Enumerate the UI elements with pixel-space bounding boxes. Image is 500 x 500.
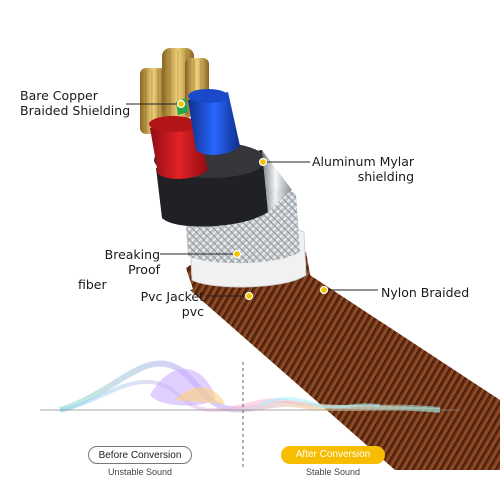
label-aluminum-mylar: Aluminum Mylar shielding [312, 154, 415, 184]
callout-lines [126, 103, 378, 297]
after-caption: Stable Sound [305, 467, 361, 477]
label-pvc-jacket: Pvc Jacket pvc [140, 289, 204, 319]
label-nylon-braided: Nylon Braided [381, 285, 470, 300]
label-breaking-proof: Breaking Proof fiber [78, 247, 160, 292]
callout-dot-copper [176, 99, 186, 109]
blue-wire [188, 89, 240, 155]
before-conversion-badge: Before Conversion [88, 446, 192, 464]
label-bare-copper: Bare Copper Braided Shielding [20, 88, 131, 118]
callout-dot-pvc [244, 291, 254, 301]
after-conversion-badge: After Conversion [281, 446, 385, 464]
callout-dot-fiber [232, 249, 242, 259]
callout-dot-mylar [258, 157, 268, 167]
callout-dot-nylon [319, 285, 329, 295]
before-caption: Unstable Sound [107, 467, 173, 477]
sound-wave-graphic [40, 360, 460, 468]
